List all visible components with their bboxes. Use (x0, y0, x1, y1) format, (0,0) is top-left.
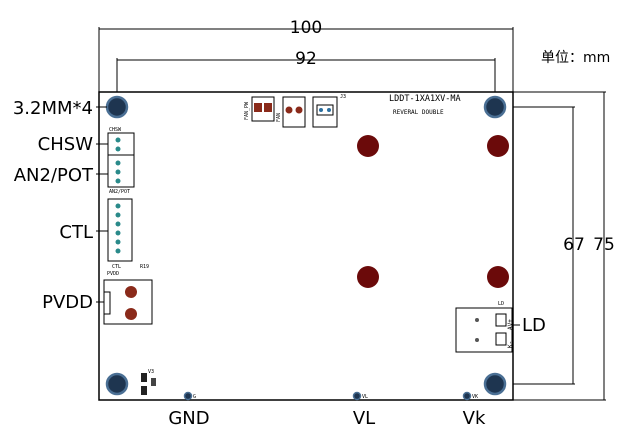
mounting-hole-top-right (483, 95, 507, 119)
test-pads: G VL VK (183, 391, 478, 401)
mounting-hole-top-left (105, 95, 129, 119)
test-pad-vl (352, 391, 362, 401)
silk-r19: R19 (140, 264, 149, 270)
silk-av-plus: AV+ (507, 319, 514, 330)
silk-j3: J3 (340, 94, 346, 100)
board-width-dimension: 100 (290, 18, 322, 38)
pad-3 (357, 266, 379, 288)
dimension-lines (98, 27, 606, 401)
hole-spacing-x-dimension: 92 (295, 49, 317, 69)
silk-ctl: CTL (112, 264, 121, 270)
label-ctl: CTL (59, 222, 93, 243)
silk-vk: VK (472, 394, 478, 400)
label-pvdd: PVDD (42, 292, 93, 313)
an2-pot-connector: AN2/POT (107, 154, 135, 195)
label-gnd: GND (168, 408, 209, 429)
silk-sub: REVERAL DOUBLE (393, 109, 444, 116)
silk-fan: FAN (276, 113, 282, 122)
silk-ld: LD (498, 301, 504, 307)
silk-an2pot: AN2/POT (109, 189, 130, 195)
silk-g: G (193, 394, 196, 400)
j3-connector: J3 (312, 94, 346, 128)
label-ld: LD (522, 315, 546, 336)
hole-spacing-y-dimension: 67 (563, 235, 585, 255)
label-vl: VL (353, 408, 375, 429)
silk-chsw: CHSW (109, 127, 122, 133)
pad-2 (487, 135, 509, 157)
board-outline (98, 91, 514, 401)
ld-connector: LD AV+ K- (455, 301, 514, 353)
pvdd-connector: PVDD R19 (103, 264, 153, 325)
label-vk: Vk (463, 408, 486, 429)
leader-lines (96, 106, 520, 326)
silk-pvdd: PVDD (107, 271, 119, 277)
unit-label: 单位：mm (541, 50, 610, 66)
test-pad-vk (462, 391, 472, 401)
fan-connector: FAN (276, 96, 306, 128)
label-an2-pot: AN2/POT (14, 165, 94, 186)
pad-4 (487, 266, 509, 288)
ctl-connector: CTL (107, 198, 133, 270)
pad-1 (357, 135, 379, 157)
silk-fan-pw: FAN_PW (244, 101, 250, 120)
v3-component: V3 (141, 369, 156, 395)
fan-pw-connector: FAN_PW (244, 96, 275, 122)
silk-model: LDDT-1XA1XV-MA (389, 94, 461, 104)
silk-v3: V3 (148, 369, 154, 375)
silk-k-minus: K- (507, 341, 514, 348)
mounting-hole-bottom-right (483, 372, 507, 396)
test-pad-gnd (183, 391, 193, 401)
board-height-dimension: 75 (593, 235, 615, 255)
mounting-hole-bottom-left (105, 372, 129, 396)
label-chsw: CHSW (38, 134, 94, 155)
label-mounting-holes: 3.2MM*4 (13, 98, 93, 119)
large-pads (357, 135, 509, 288)
silk-vl: VL (362, 394, 368, 400)
chsw-connector: CHSW (107, 127, 135, 156)
